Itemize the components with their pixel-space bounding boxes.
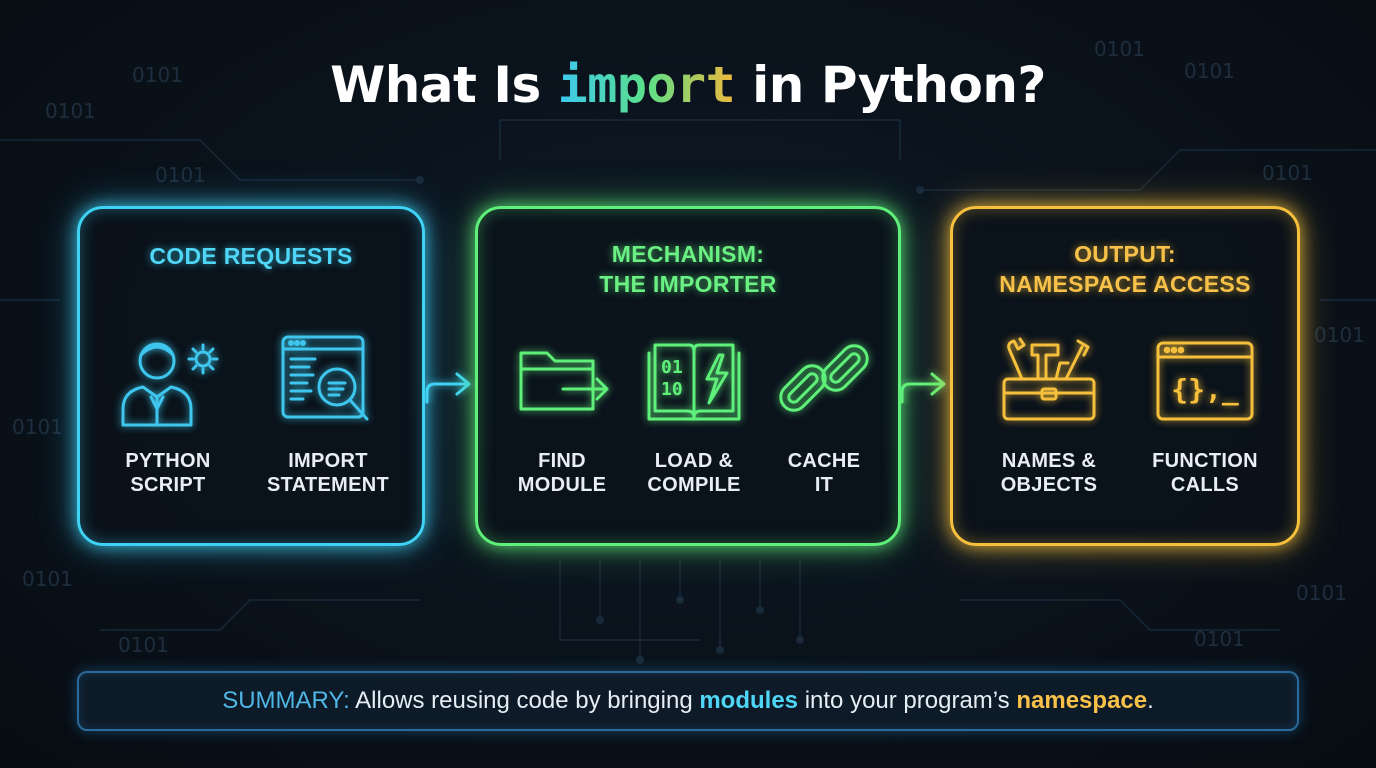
item-cache-it: CACHE IT [754,333,894,497]
item-label: FUNCTION CALLS [1135,449,1275,497]
item-label-line: MODULE [517,474,607,496]
panel-title-line: NAMESPACE ACCESS [999,271,1251,297]
panel-title-line: OUTPUT: [1074,241,1176,267]
panel-title: OUTPUT: NAMESPACE ACCESS [953,239,1297,299]
bg-binary-11: 0101 [1296,581,1347,605]
panel-output: OUTPUT: NAMESPACE ACCESS NAMES & OBJECTS… [950,206,1300,546]
title-prefix: What Is [330,56,558,114]
item-label-line: FUNCTION [1152,450,1258,472]
code-window-magnifier-icon [281,335,369,421]
item-label-line: COMPILE [647,474,741,496]
bg-binary-8: 0101 [1184,59,1235,83]
binary-book-bolt-icon: 01 10 [647,343,741,421]
bg-binary-3: 0101 [155,163,206,187]
item-load-compile: 01 10 LOAD & COMPILE [624,333,764,497]
summary-highlight-modules: modules [699,687,799,714]
toolbox-icon [1002,337,1096,421]
item-function-calls: {},_ FUNCTION CALLS [1135,333,1275,497]
summary-text: Allows reusing code by bringing [349,687,700,714]
binary-text-2: 10 [661,379,683,400]
bg-binary-5: 0101 [22,567,73,591]
item-label-line: CACHE [787,450,861,472]
bg-binary-9: 0101 [1262,161,1313,185]
item-label-line: CALLS [1170,474,1240,496]
summary-bar: SUMMARY: Allows reusing code by bringing… [77,671,1299,731]
flow-arrow-icon [425,372,471,404]
flow-arrow-icon [900,372,946,404]
item-label: IMPORT STATEMENT [258,449,398,497]
item-import-statement: IMPORT STATEMENT [258,333,398,497]
bg-binary-1: 0101 [132,63,183,87]
folder-arrow-icon [519,351,609,411]
code-terminal-icon: {},_ [1156,341,1254,421]
page-title: What Is import in Python? [0,56,1376,114]
bg-binary-10: 0101 [1314,323,1365,347]
item-label-line: NAMES & [1001,450,1097,472]
panel-title: MECHANISM: THE IMPORTER [478,239,898,299]
title-suffix: in Python? [735,56,1046,114]
item-label-line: SCRIPT [130,474,206,496]
chain-link-icon [779,344,869,412]
item-label: NAMES & OBJECTS [979,449,1119,497]
panel-title: CODE REQUESTS [80,241,422,271]
item-label: CACHE IT [754,449,894,497]
item-names-objects: NAMES & OBJECTS [979,333,1119,497]
item-label: LOAD & COMPILE [624,449,764,497]
developer-gear-icon [121,342,219,427]
braces-text: {},_ [1171,373,1239,406]
bg-binary-6: 0101 [118,633,169,657]
item-python-script: PYTHON SCRIPT [98,333,238,497]
item-label-line: LOAD & [654,450,734,472]
item-label-line: STATEMENT [267,474,389,496]
bg-binary-4: 0101 [12,415,63,439]
item-find-module: FIND MODULE [492,333,632,497]
item-label: PYTHON SCRIPT [98,449,238,497]
panel-title-line: CODE REQUESTS [149,243,353,269]
item-label: FIND MODULE [492,449,632,497]
bg-binary-7: 0101 [1094,37,1145,61]
panel-title-line: THE IMPORTER [599,271,777,297]
item-label-line: OBJECTS [1000,474,1098,496]
item-label-line: PYTHON [125,450,211,472]
panel-title-line: MECHANISM: [611,241,765,267]
panel-mechanism: MECHANISM: THE IMPORTER FIND MODULE 01 1… [475,206,901,546]
item-label-line: IT [814,474,834,496]
panel-code-requests: CODE REQUESTS PYTHON SCRIPT IMPORT [77,206,425,546]
title-code-keyword: import [557,56,736,114]
summary-highlight-namespace: namespace [1016,687,1148,714]
summary-text: . [1147,687,1154,714]
summary-label: SUMMARY: [222,687,350,714]
item-label-line: IMPORT [288,450,368,472]
bg-binary-12: 0101 [1194,627,1245,651]
bg-binary-2: 0101 [45,99,96,123]
binary-text-1: 01 [661,357,683,378]
summary-text: into your program’s [798,687,1017,714]
item-label-line: FIND [538,450,586,472]
